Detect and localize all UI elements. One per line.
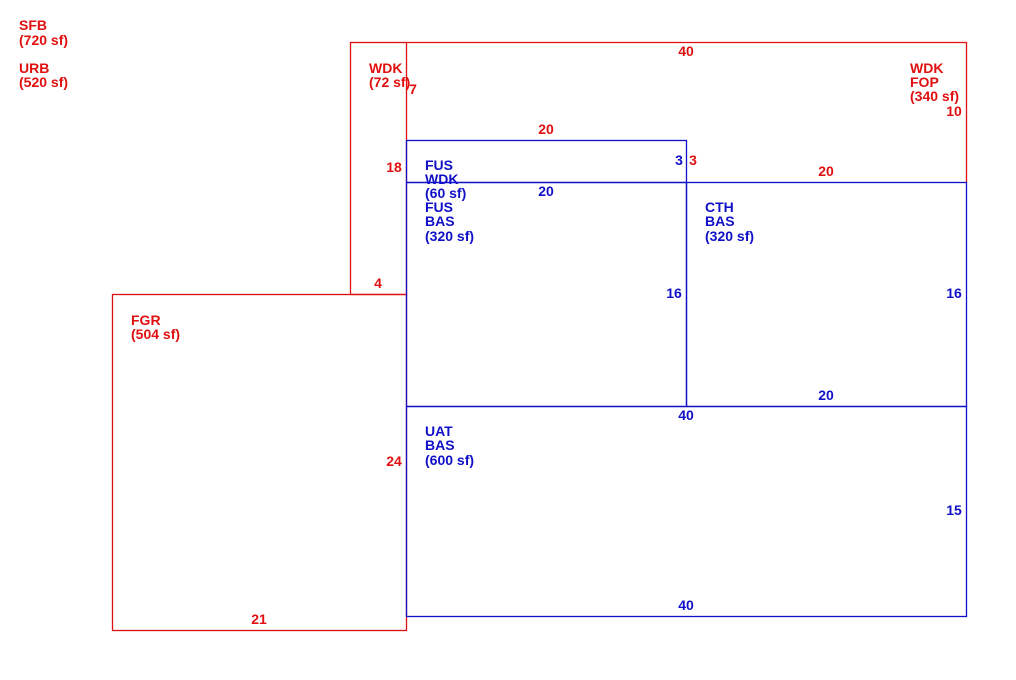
fus-bas-area: (320 sf) — [425, 228, 475, 244]
dim-fus-wdk-right: 3 — [675, 152, 683, 168]
uat-bas-code2: BAS — [425, 437, 455, 453]
urb-area: (520 sf) — [19, 74, 69, 90]
dim-porch-right: 10 — [946, 103, 962, 119]
fus-wdk-code2: WDK — [425, 171, 459, 187]
wdk-fop-code2: FOP — [910, 74, 939, 90]
wdk-left-code: WDK — [369, 60, 403, 76]
dim-porch-top: 40 — [678, 43, 694, 59]
fus-wdk-code1: FUS — [425, 157, 453, 173]
dim-uat-top: 40 — [678, 407, 694, 423]
cth-bas-code1: CTH — [705, 199, 734, 215]
dim-fgr-bottom: 21 — [251, 611, 267, 627]
wdk-fop-area: (340 sf) — [910, 88, 960, 104]
dim-porch-step: 3 — [689, 152, 697, 168]
wdk-fop-outline — [406, 41, 968, 183]
dim-wdk-side: 18 — [386, 159, 402, 175]
dim-cth-right: 16 — [946, 285, 962, 301]
sfb-code: SFB — [19, 17, 47, 33]
dim-porch-bottom-right: 20 — [818, 163, 834, 179]
fus-wdk-area: (60 sf) — [425, 185, 467, 201]
uat-bas-code1: UAT — [425, 423, 453, 439]
cth-bas-area: (320 sf) — [705, 228, 755, 244]
fgr-area: (504 sf) — [131, 326, 181, 342]
dim-fus-right: 16 — [666, 285, 682, 301]
fus-bas-code2: BAS — [425, 213, 455, 229]
dim-fus-wdk-bottom: 20 — [538, 183, 554, 199]
fgr-code: FGR — [131, 312, 161, 328]
wdk-fop-code1: WDK — [910, 60, 944, 76]
wdk-left-area: (72 sf) — [369, 74, 411, 90]
dim-fgr-right: 24 — [386, 453, 402, 469]
dim-porch-left-inner: 7 — [409, 81, 417, 97]
dim-uat-bottom: 40 — [678, 597, 694, 613]
urb-code: URB — [19, 60, 50, 76]
uat-bas-outline — [405, 405, 968, 618]
uat-bas-area: (600 sf) — [425, 452, 475, 468]
sfb-area: (720 sf) — [19, 32, 69, 48]
dim-fus-top: 20 — [538, 121, 554, 137]
dim-cth-bottom: 20 — [818, 387, 834, 403]
dim-wdk-bottom: 4 — [374, 275, 382, 291]
fgr-outline — [111, 293, 408, 632]
dim-uat-right: 15 — [946, 502, 962, 518]
cth-bas-code2: BAS — [705, 213, 735, 229]
fus-bas-code1: FUS — [425, 199, 453, 215]
